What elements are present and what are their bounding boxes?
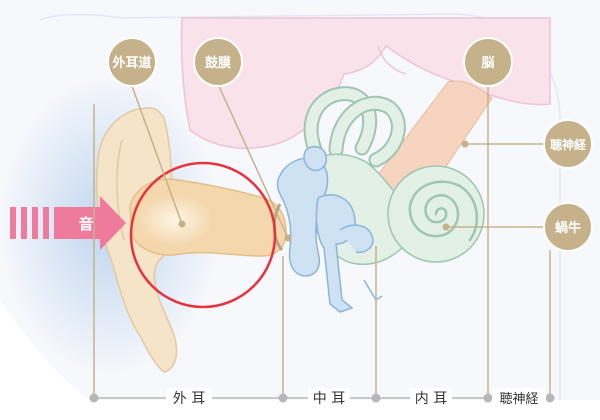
ear-canal-highlight bbox=[137, 194, 213, 246]
auricle-fold bbox=[116, 139, 125, 241]
label-bubble-eardrum: 鼓膜 bbox=[193, 37, 243, 87]
outer-ear-label: 外 耳 bbox=[173, 391, 205, 407]
label-bubble-auditory-nerve: 聴神経 bbox=[543, 119, 593, 169]
head-outline bbox=[39, 13, 561, 400]
nerve-axis-label: 聴神経 bbox=[499, 392, 538, 407]
ossicles bbox=[276, 145, 383, 313]
label-bubble-ear-canal: 外耳道 bbox=[107, 37, 157, 87]
brain-label: 脳 bbox=[481, 56, 494, 71]
eardrum-label: 鼓膜 bbox=[205, 55, 231, 71]
middle-ear-label: 中 耳 bbox=[313, 391, 345, 407]
auditory-nerve-label: 聴神経 bbox=[550, 137, 587, 152]
ear-canal-highlight-circle bbox=[129, 161, 277, 309]
cochlea-label: 蝸牛 bbox=[555, 220, 581, 236]
brain-fold bbox=[377, 45, 407, 75]
leader-lines bbox=[93, 83, 551, 398]
semicircular-canals bbox=[303, 86, 406, 172]
label-bubble-cochlea: 蝸牛 bbox=[543, 202, 593, 252]
sound-label: 音 bbox=[78, 215, 93, 233]
cochlea-spiral bbox=[408, 180, 478, 242]
ear-canal-label: 外耳道 bbox=[111, 55, 151, 71]
label-bubble-brain: 脳 bbox=[463, 37, 513, 87]
leader-dots bbox=[178, 140, 469, 242]
inner-ear-label: 内 耳 bbox=[415, 391, 447, 407]
sound-arrow bbox=[10, 196, 126, 250]
